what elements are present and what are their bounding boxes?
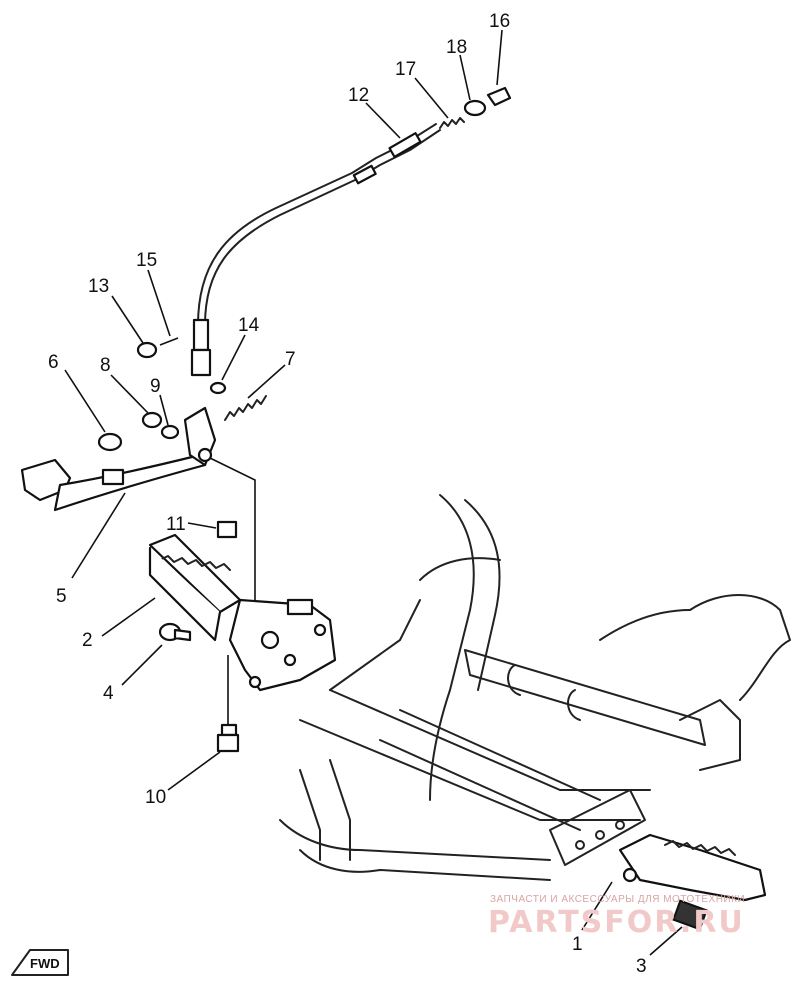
- callout-12: 12: [348, 85, 369, 106]
- part-11-nut: [216, 520, 238, 539]
- callout-14: 14: [238, 315, 260, 336]
- part-8-clip: [141, 411, 163, 429]
- fwd-direction-marker: FWD: [11, 949, 69, 976]
- part-18-nut: [463, 99, 487, 117]
- part-1-footrest: [618, 833, 767, 902]
- callout-8: 8: [100, 355, 111, 376]
- part-15-cotter: [159, 337, 179, 346]
- callout-11: 11: [166, 514, 186, 535]
- callout-3: 3: [636, 956, 647, 977]
- leader-lines: [64, 29, 683, 956]
- part-17-spring: [439, 117, 465, 129]
- part-5-brake-pedal: [20, 406, 217, 512]
- callout-18: 18: [446, 37, 467, 58]
- callout-labels: 1 2 3 4 5 6 7 8 9 10 11 12 13 14 15 16 1…: [48, 11, 647, 977]
- callout-5: 5: [56, 586, 67, 607]
- callout-17: 17: [395, 59, 416, 80]
- part-4-bolt: [158, 622, 192, 642]
- callout-9: 9: [150, 376, 161, 397]
- callout-16: 16: [489, 11, 510, 32]
- callout-4: 4: [103, 683, 114, 704]
- watermark-brand: PARTSFOR.RU: [488, 905, 745, 940]
- callout-15: 15: [136, 250, 157, 271]
- callout-6: 6: [48, 352, 59, 373]
- callout-1: 1: [572, 934, 583, 955]
- frame-structure: [279, 494, 791, 881]
- watermark: ЗАПЧАСТИ И АКСЕССУАРЫ ДЛЯ МОТОТЕХНИКИ PA…: [488, 894, 745, 940]
- callout-13: 13: [88, 276, 109, 297]
- part-7-spring: [224, 395, 267, 421]
- part-13-pin: [136, 341, 158, 359]
- part-9-washer: [160, 424, 180, 440]
- part-14-washer: [209, 381, 227, 395]
- brake-cable: [190, 123, 441, 377]
- watermark-top-line: ЗАПЧАСТИ И АКСЕССУАРЫ ДЛЯ МОТОТЕХНИКИ: [490, 894, 745, 905]
- part-3-bolt: [672, 899, 708, 931]
- fwd-label: FWD: [30, 956, 60, 971]
- part-2-footrest: [148, 533, 337, 692]
- part-16-joint: [486, 86, 512, 107]
- callout-10: 10: [145, 787, 166, 808]
- callout-7: 7: [285, 349, 296, 370]
- callout-2: 2: [82, 630, 93, 651]
- part-10-bolt: [216, 655, 240, 753]
